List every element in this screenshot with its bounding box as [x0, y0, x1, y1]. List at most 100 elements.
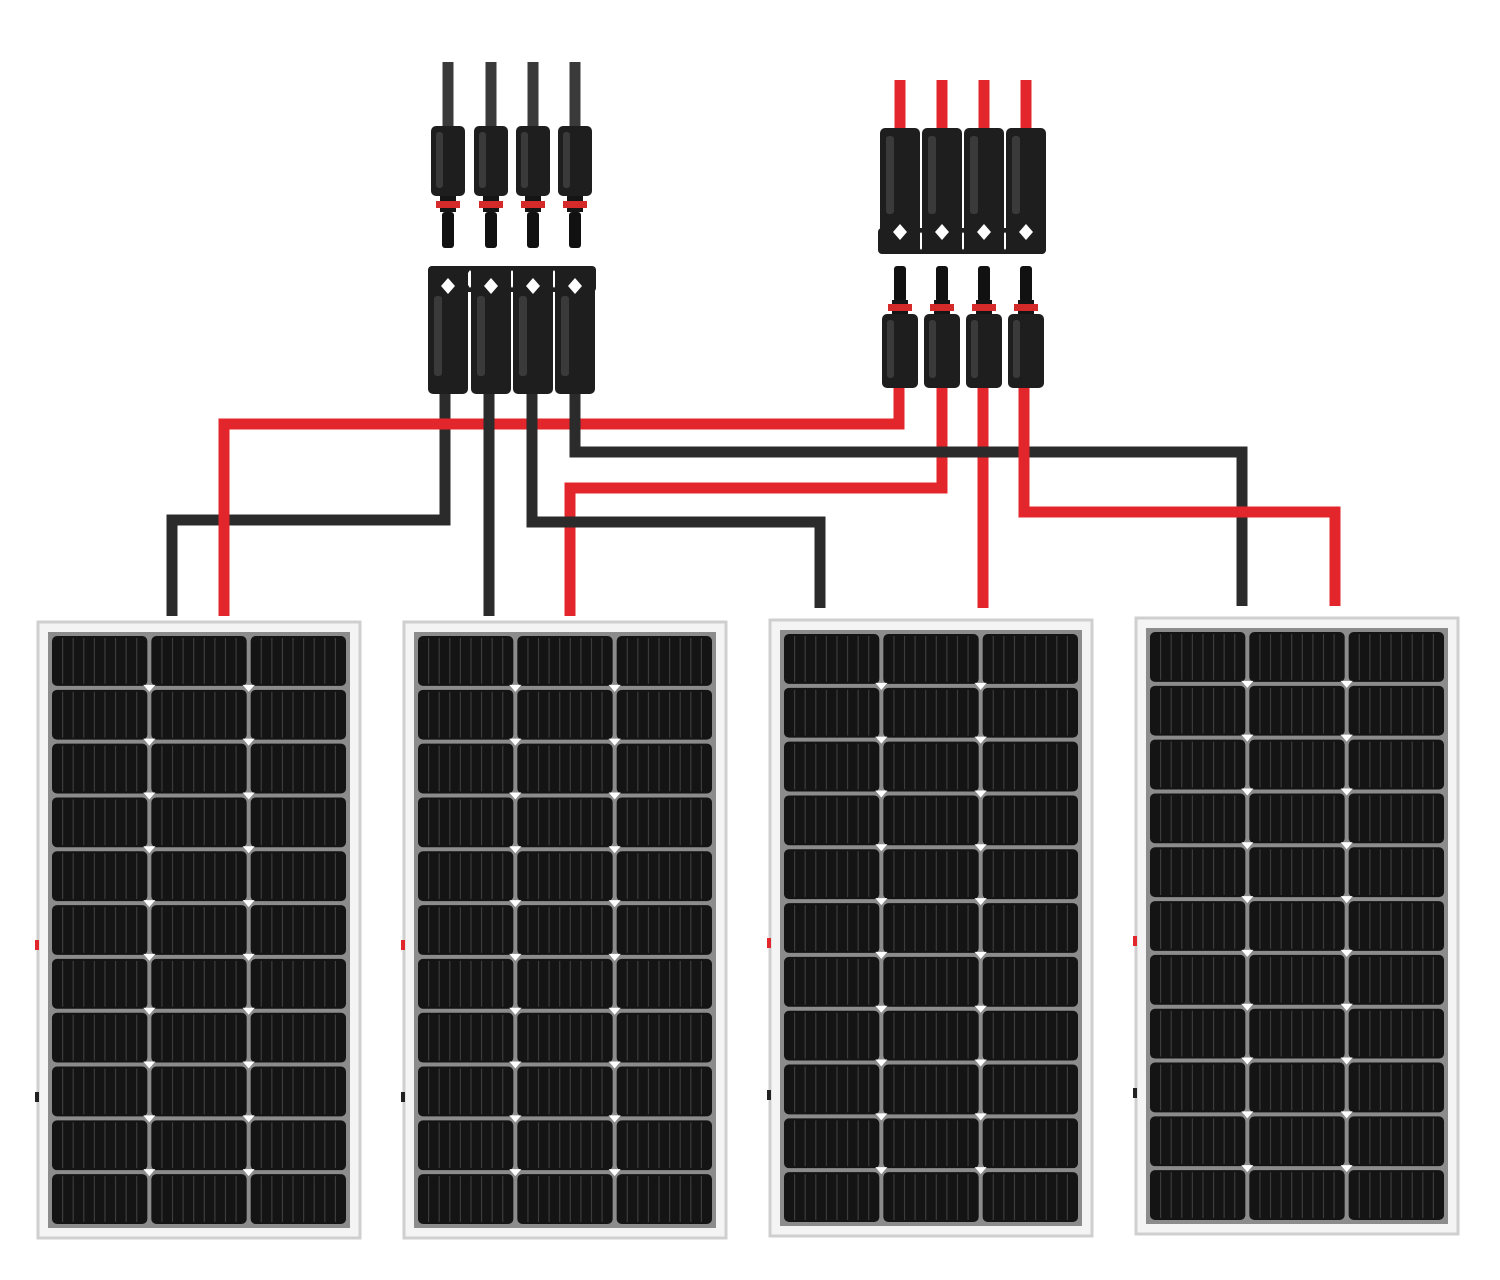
solar-cell	[1249, 847, 1345, 898]
cell-interconnect	[608, 792, 621, 800]
solar-cell	[1249, 685, 1345, 736]
cell-body	[784, 1118, 880, 1169]
solar-cell	[151, 797, 247, 848]
cell-body	[250, 1120, 346, 1171]
cell-body	[517, 905, 613, 955]
cell-body	[517, 1120, 613, 1171]
socket-highlight	[886, 136, 894, 214]
solar-cell	[1249, 739, 1345, 790]
solar-cell	[151, 958, 247, 1009]
plug-pin	[1020, 266, 1032, 302]
plug-highlight	[971, 320, 978, 378]
plug-highlight	[1013, 320, 1020, 378]
solar-cell	[616, 689, 712, 740]
solar-cell	[883, 634, 979, 684]
cell-interconnect	[608, 738, 621, 746]
plug-seal-ring	[972, 304, 996, 311]
solar-cell	[1348, 1170, 1444, 1220]
cell-interconnect	[608, 953, 621, 961]
cell-body	[517, 636, 613, 686]
cell-body	[1150, 685, 1246, 736]
socket-highlight	[1012, 136, 1020, 214]
cell-body	[982, 1010, 1078, 1061]
cell-body	[250, 636, 346, 686]
cell-body	[52, 1012, 148, 1063]
solar-cell	[883, 1118, 979, 1169]
cell-interconnect	[1241, 734, 1254, 742]
cell-interconnect	[875, 682, 888, 690]
solar-cell	[982, 903, 1078, 953]
solar-cell	[982, 1172, 1078, 1222]
solar-cell	[418, 636, 514, 686]
solar-cell	[616, 905, 712, 955]
cell-body	[151, 743, 247, 794]
solar-cell	[1249, 1116, 1345, 1167]
socket-key	[441, 278, 455, 294]
cell-interconnect	[608, 1061, 621, 1069]
cell-interconnect	[242, 1061, 255, 1069]
cell-body	[418, 905, 514, 955]
solar-cell	[1348, 685, 1444, 736]
cell-body	[616, 1120, 712, 1171]
negative-branch-socket-1	[428, 266, 468, 394]
plug-seal-ring	[1014, 304, 1038, 311]
cell-body	[784, 1172, 880, 1222]
cell-body	[418, 743, 514, 794]
cell-interconnect	[974, 1113, 987, 1121]
solar-panel-3	[767, 618, 1094, 1238]
cell-interconnect	[608, 846, 621, 854]
solar-cell	[982, 1064, 1078, 1115]
panel-side-tab	[401, 940, 405, 950]
cell-body	[1249, 1170, 1345, 1220]
cell-body	[616, 636, 712, 686]
solar-cell	[517, 797, 613, 848]
solar-cell	[784, 1118, 880, 1169]
cell-interconnect	[509, 953, 522, 961]
cell-interconnect	[242, 1169, 255, 1177]
positive-cable-panel-4	[1018, 386, 1341, 606]
solar-cell	[784, 687, 880, 738]
solar-cell	[784, 956, 880, 1007]
cell-interconnect	[143, 684, 156, 692]
cell-body	[151, 1012, 247, 1063]
cell-body	[250, 1174, 346, 1224]
cell-interconnect	[143, 846, 156, 854]
socket-key	[893, 224, 907, 240]
cell-body	[1348, 847, 1444, 898]
solar-cell	[1348, 793, 1444, 844]
cell-body	[1348, 739, 1444, 790]
negative-branch-socket-4	[555, 266, 595, 394]
cell-body	[418, 797, 514, 848]
solar-cell	[250, 1066, 346, 1117]
solar-cell	[418, 689, 514, 740]
solar-cell	[250, 1012, 346, 1063]
cell-body	[517, 851, 613, 902]
solar-cell	[52, 851, 148, 902]
positive-branch-plug-2	[924, 266, 960, 388]
positive-branch-socket-4	[1006, 128, 1046, 254]
cell-body	[52, 1174, 148, 1224]
solar-cell	[52, 636, 148, 686]
cell-interconnect	[1241, 1111, 1254, 1119]
cell-interconnect	[143, 900, 156, 908]
cell-interconnect	[1340, 1057, 1353, 1065]
socket-highlight	[928, 136, 936, 214]
solar-cell	[151, 689, 247, 740]
plug-seal-ring	[930, 304, 954, 311]
cell-interconnect	[143, 953, 156, 961]
cell-interconnect	[143, 1007, 156, 1015]
connector-layer	[428, 126, 1046, 394]
cell-body	[517, 797, 613, 848]
solar-cell	[616, 636, 712, 686]
solar-cell	[1150, 685, 1246, 736]
cell-interconnect	[242, 792, 255, 800]
cell-body	[1150, 632, 1246, 682]
solar-cell	[517, 851, 613, 902]
solar-cell	[616, 1066, 712, 1117]
solar-cell	[52, 958, 148, 1009]
socket-key	[526, 278, 540, 294]
cell-interconnect	[608, 1007, 621, 1015]
solar-cell	[1249, 793, 1345, 844]
solar-cell	[1348, 739, 1444, 790]
